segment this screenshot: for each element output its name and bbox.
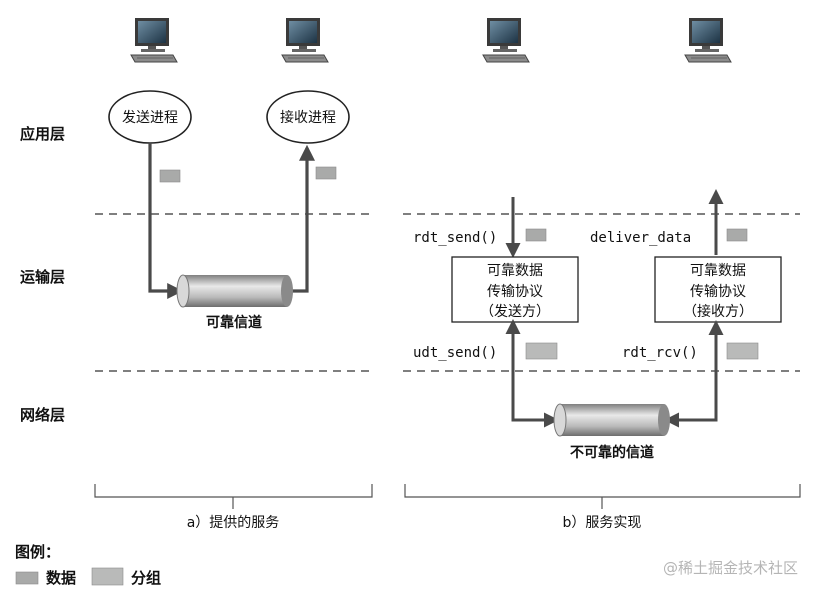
- sender-process-label: 发送进程: [122, 110, 178, 126]
- rdt-sender-box: [451, 256, 579, 323]
- caption-provided-service: a）提供的服务: [187, 515, 280, 531]
- rdt-rcv-label: rdt_rcv(): [622, 345, 698, 361]
- rdt-receiver-box: [654, 256, 782, 323]
- rdt-sender-line-3: （发送方）: [480, 304, 550, 320]
- legend-data-label: 数据: [46, 569, 76, 587]
- reliable-channel-pipe: [176, 274, 293, 308]
- sender-computer-icon: [130, 17, 178, 63]
- data-block-icon: [159, 169, 181, 183]
- legend-title: 图例：: [15, 543, 60, 561]
- layer-label-application: 应用层: [20, 125, 65, 143]
- receiver-process-ellipse: [266, 90, 350, 144]
- unreliable-channel-label: 不可靠的信道: [570, 444, 654, 461]
- receiver-computer-icon: [281, 17, 329, 63]
- left-send-arrow: [148, 143, 184, 299]
- legend-packet-label: 分组: [131, 569, 161, 587]
- left-deliver-arrow: [288, 144, 315, 293]
- right-bracket: [404, 484, 801, 498]
- reliable-channel-label: 可靠信道: [206, 314, 262, 331]
- legend-packet-swatch: [91, 567, 124, 586]
- legend-data-swatch: [15, 571, 39, 585]
- rdt-receiver-line-3: （接收方）: [683, 303, 753, 320]
- packet-block-icon: [726, 342, 759, 360]
- caption-service-implementation: b）服务实现: [563, 515, 642, 531]
- layer-label-transport: 运输层: [20, 268, 65, 286]
- left-bracket: [94, 484, 373, 498]
- impl-sender-computer-icon: [482, 17, 530, 63]
- packet-block-icon: [525, 342, 558, 360]
- data-block-icon: [315, 166, 337, 180]
- data-block-icon: [525, 228, 547, 242]
- watermark: @稀土掘金技术社区: [663, 559, 798, 577]
- udt-send-label: udt_send(): [413, 345, 497, 361]
- receiver-process-label: 接收进程: [280, 109, 336, 126]
- rdt-rcv-arrow: [664, 320, 724, 428]
- rdt-receiver-line-1: 可靠数据: [690, 263, 746, 279]
- deliver-data-label: deliver_data: [590, 230, 691, 246]
- rdt-receiver-line-2: 传输协议: [690, 284, 746, 300]
- layer-label-network: 网络层: [20, 406, 65, 424]
- udt-send-arrow: [505, 319, 559, 428]
- rdt-sender-line-2: 传输协议: [487, 284, 543, 300]
- impl-receiver-computer-icon: [684, 17, 732, 63]
- rdt-send-label: rdt_send(): [413, 230, 497, 246]
- data-block-icon: [726, 228, 748, 242]
- rdt-sender-line-1: 可靠数据: [487, 263, 543, 279]
- unreliable-channel-pipe: [553, 403, 670, 437]
